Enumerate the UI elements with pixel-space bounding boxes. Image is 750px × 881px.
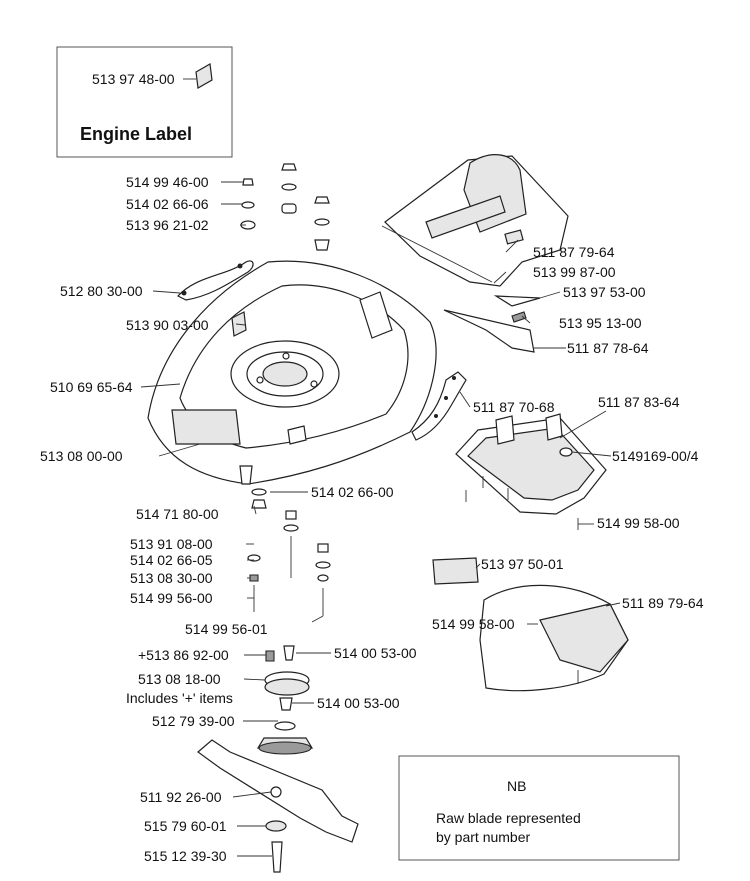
label-key-b: 514 00 53-00 (317, 695, 400, 711)
label-bracket-left: 512 80 30-00 (60, 283, 143, 299)
label-handle-bracket: 511 87 70-68 (473, 399, 555, 415)
rear-tray (455, 413, 607, 530)
label-key-a: 514 00 53-00 (334, 645, 417, 661)
note-title: NB (507, 778, 526, 794)
centre-hardware (247, 488, 331, 616)
label-washer-b: 514 02 66-00 (311, 484, 394, 500)
label-cover-rod: 513 99 87-00 (533, 264, 616, 280)
label-washer-a: 514 02 66-06 (126, 196, 209, 212)
label-spacer-a: 513 96 21-02 (126, 217, 209, 233)
label-deck-label: 513 90 03-00 (126, 317, 209, 333)
blade-assembly (197, 645, 359, 873)
label-chute-screw: 514 99 58-00 (432, 616, 515, 632)
label-pulley: 513 08 18-00 (138, 671, 221, 687)
label-pin: +513 86 92-00 (138, 647, 229, 663)
label-nut-c: 513 08 30-00 (130, 570, 213, 586)
top-hardware (240, 163, 330, 251)
handle-bracket (411, 371, 467, 441)
discharge-chute (432, 557, 629, 692)
label-clip-b: 513 95 13-00 (559, 315, 642, 331)
note-line-1: Raw blade represented (436, 810, 581, 826)
label-blade-washer: 515 79 60-01 (144, 818, 227, 834)
label-nut-b: 514 71 80-00 (136, 506, 219, 522)
engine-label-title: Engine Label (80, 124, 192, 144)
label-tray-fastener: 5149169-00/4 (612, 448, 699, 464)
mower-deck (147, 260, 437, 485)
label-bolt-b: 514 99 56-01 (185, 621, 268, 637)
label-spacer-b: 513 91 08-00 (130, 536, 213, 552)
left-bracket (177, 260, 254, 301)
label-clip-a: 513 97 53-00 (563, 284, 646, 300)
label-hub: 512 79 39-00 (152, 713, 235, 729)
rear-flap (443, 295, 541, 353)
label-bolt-a: 514 99 56-00 (130, 590, 213, 606)
label-flap-plate: 511 87 78-64 (567, 340, 649, 356)
note-line-2: by part number (436, 829, 530, 845)
engine-label-part-number: 513 97 48-00 (92, 71, 175, 87)
label-tray-screw: 514 99 58-00 (597, 515, 680, 531)
leader-lines (140, 181, 621, 857)
label-washer-c: 514 02 66-05 (130, 552, 213, 568)
engine-label-sticker-icon (195, 63, 213, 89)
note-box: NB Raw blade represented by part number (398, 755, 680, 861)
label-blade: 511 92 26-00 (140, 789, 222, 805)
label-strip: 513 97 50-01 (481, 556, 564, 572)
label-nut-a: 514 99 46-00 (126, 174, 209, 190)
label-deck: 510 69 65-64 (50, 379, 133, 395)
label-rear-tray: 511 87 83-64 (598, 394, 680, 410)
label-pulley-note: Includes '+' items (126, 690, 233, 706)
label-deck-decal: 513 08 00-00 (40, 448, 123, 464)
engine-label-box: 513 97 48-00 Engine Label (56, 46, 233, 158)
label-cover-top: 511 87 79-64 (533, 244, 615, 260)
top-cover (381, 154, 569, 287)
label-chute: 511 89 79-64 (622, 595, 704, 611)
part-labels: 514 99 46-00 514 02 66-06 513 96 21-02 5… (40, 174, 704, 864)
label-blade-bolt: 515 12 39-30 (144, 848, 227, 864)
